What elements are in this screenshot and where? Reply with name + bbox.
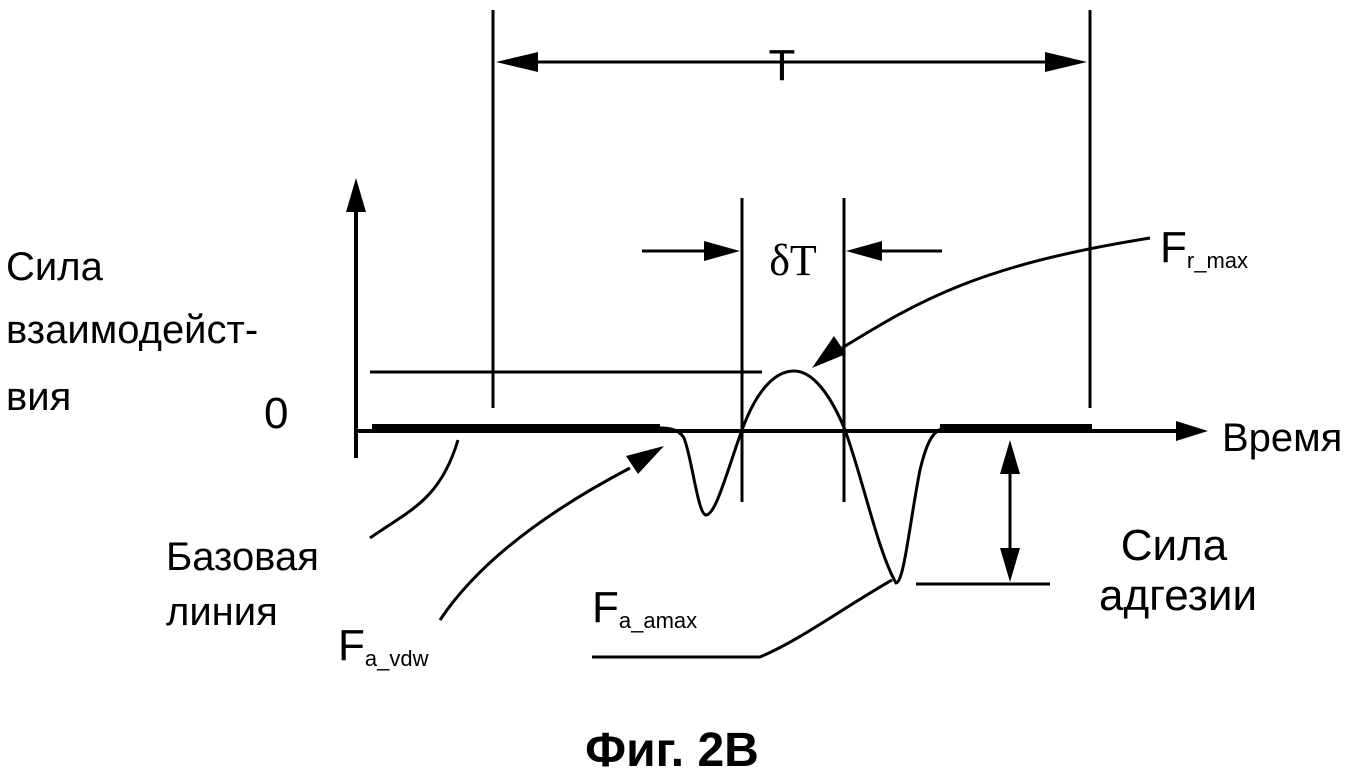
svg-text:Базовая: Базовая [166,535,319,579]
fa-vdw-label: Fa_vdw [338,621,429,671]
x-axis-label: Время [1222,416,1342,460]
svg-text:вия: вия [6,375,71,419]
svg-text:адгезии: адгезии [1099,571,1257,620]
y-axis-label: Сила взаимодейст- вия [6,245,258,419]
delta-dimension-arrows [642,241,942,261]
period-dimension-arrow [496,52,1087,72]
fa-amax-leader [592,578,893,659]
adhesion-label: Сила адгезии [1099,521,1257,620]
fa-amax-label: Fa_amax [592,583,697,633]
zero-label: 0 [264,389,288,438]
period-label: T [769,41,796,90]
svg-text:Сила: Сила [6,245,104,289]
delta-guides [740,198,846,502]
adhesion-dimension [916,440,1050,586]
delta-label: δT [769,236,817,285]
baseline-leader [369,439,460,540]
svg-text:взаимодейст-: взаимодейст- [6,308,258,352]
figure-caption: Фиг. 2B [585,724,759,777]
force-curve [639,369,946,585]
fa-vdw-leader [438,446,664,621]
baseline-label: Базовая линия [166,535,319,634]
fr-max-leader [812,236,1151,368]
svg-text:Сила: Сила [1121,521,1228,570]
svg-text:линия: линия [166,590,278,634]
fr-max-label: Fr_max [1160,223,1248,273]
y-axis [346,178,366,458]
period-guides [491,10,1092,408]
